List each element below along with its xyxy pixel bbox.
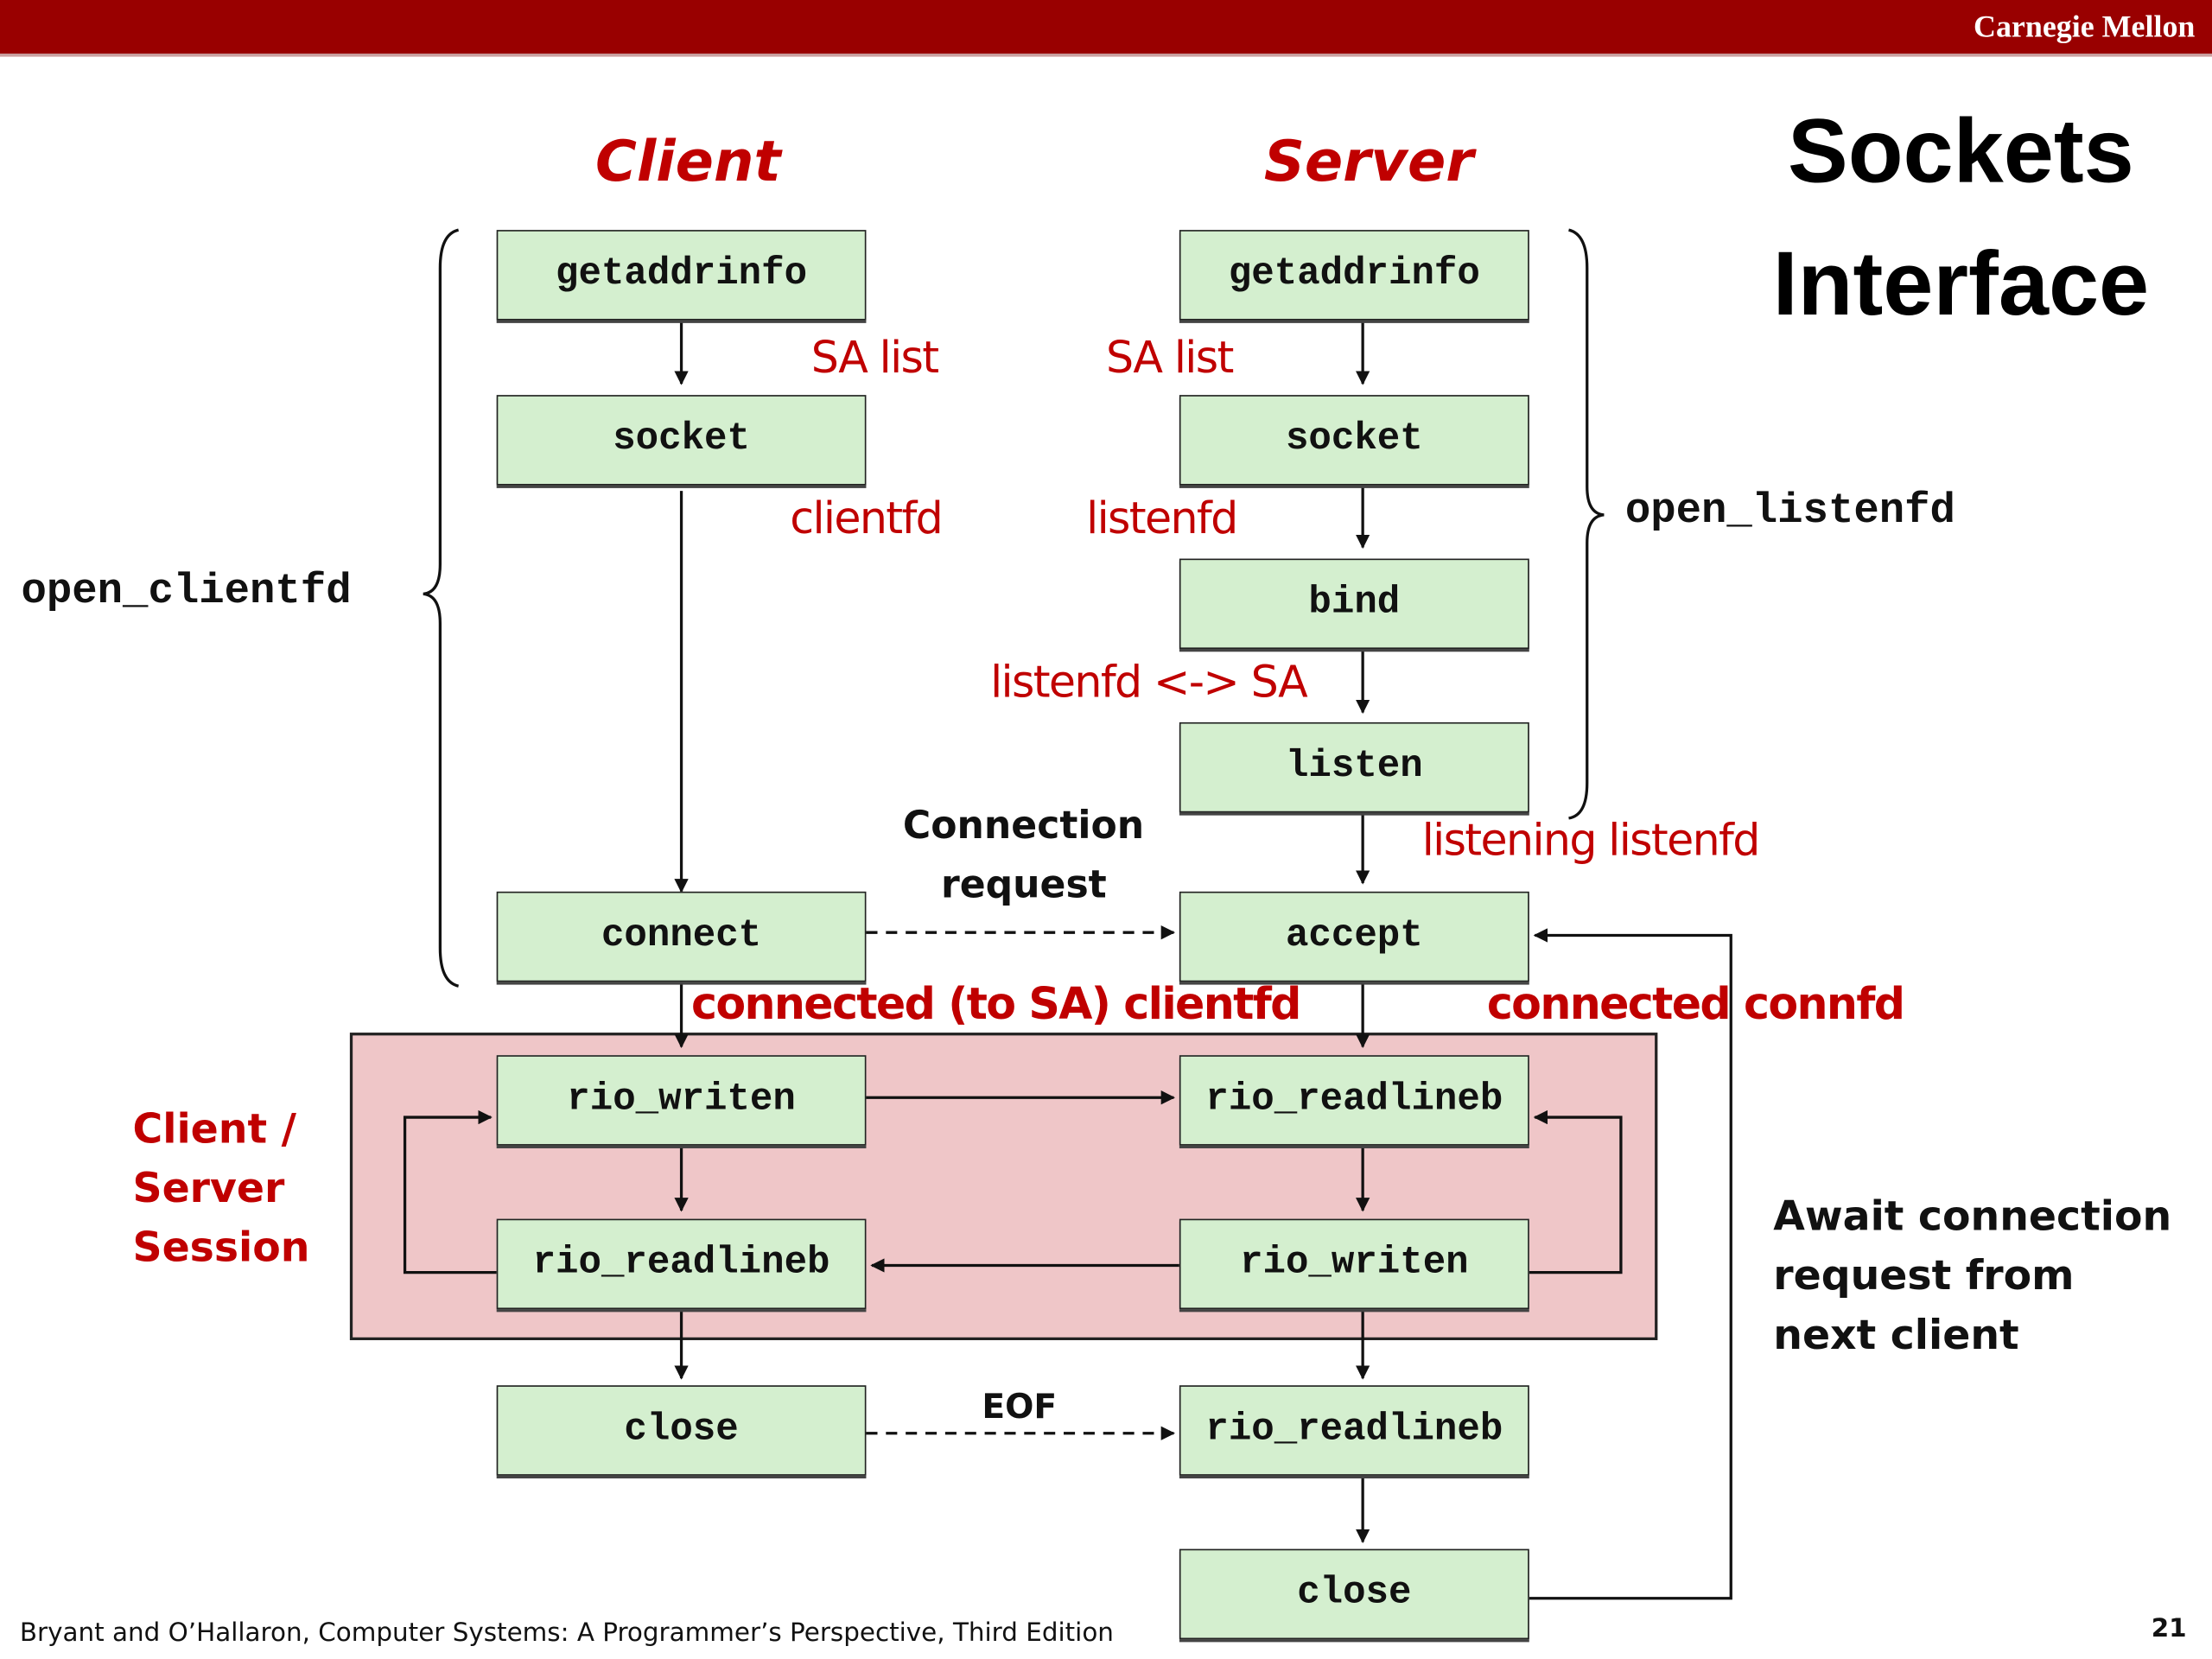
server-rio-readlineb-eof-box: rio_readlineb [1179,1385,1529,1476]
server-bind-box: bind [1179,558,1529,650]
connected-connfd-label: connected connfd [1486,979,1905,1030]
session-label-2: Server [132,1163,285,1212]
eof-label: EOF [982,1386,1058,1427]
open-listenfd-label: open_listenfd [1624,487,1955,537]
arrow-client-loop [403,1109,497,1274]
await-label-2: request from [1773,1251,2075,1300]
session-label-1: Client / [132,1104,296,1153]
client-heading: Client [594,130,781,195]
open-listenfd-brace [1568,228,1605,820]
client-socket-box: socket [496,395,867,486]
server-close-box: close [1179,1548,1529,1640]
server-accept-box: accept [1179,891,1529,982]
server-heading: Server [1263,130,1474,195]
arrow-server-loop [1529,1109,1623,1274]
server-rio-readlineb-box: rio_readlineb [1179,1055,1529,1146]
arrow-await-next [1529,928,1732,1600]
await-label-3: next client [1773,1310,2019,1359]
slide-title: Sockets Interface [1735,85,2186,350]
server-socket-box: socket [1179,395,1529,486]
listenfd-sa-label: listenfd <-> SA [990,657,1308,709]
title-line-2: Interface [1772,232,2150,334]
client-rio-readlineb-box: rio_readlineb [496,1218,867,1310]
connection-request-label-2: request [940,863,1107,907]
open-clientfd-label: open_clientfd [21,568,352,617]
connection-request-label-1: Connection [902,804,1145,849]
client-connect-box: connect [496,891,867,982]
brand-logo: Carnegie Mellon [1974,8,2196,44]
await-label-1: Await connection [1773,1192,2172,1241]
page-number: 21 [2151,1613,2187,1644]
session-label-3: Session [132,1223,310,1272]
server-getaddrinfo-box: getaddrinfo [1179,230,1529,321]
clientfd-label: clientfd [790,493,944,545]
client-sa-list-label: SA list [810,333,939,385]
header-bar: Carnegie Mellon [0,0,2212,57]
listenfd-label: listenfd [1086,493,1238,545]
open-clientfd-brace [423,228,460,988]
server-listen-box: listen [1179,721,1529,813]
connected-clientfd-label: connected (to SA) clientfd [690,979,1301,1030]
server-rio-writen-box: rio_writen [1179,1218,1529,1310]
title-line-1: Sockets [1788,99,2134,202]
client-rio-writen-box: rio_writen [496,1055,867,1146]
server-sa-list-label: SA list [1105,333,1234,385]
footer-citation: Bryant and O’Hallaron, Computer Systems:… [19,1618,1114,1648]
client-close-box: close [496,1385,867,1476]
listening-listenfd-label: listening listenfd [1421,815,1761,867]
client-getaddrinfo-box: getaddrinfo [496,230,867,321]
